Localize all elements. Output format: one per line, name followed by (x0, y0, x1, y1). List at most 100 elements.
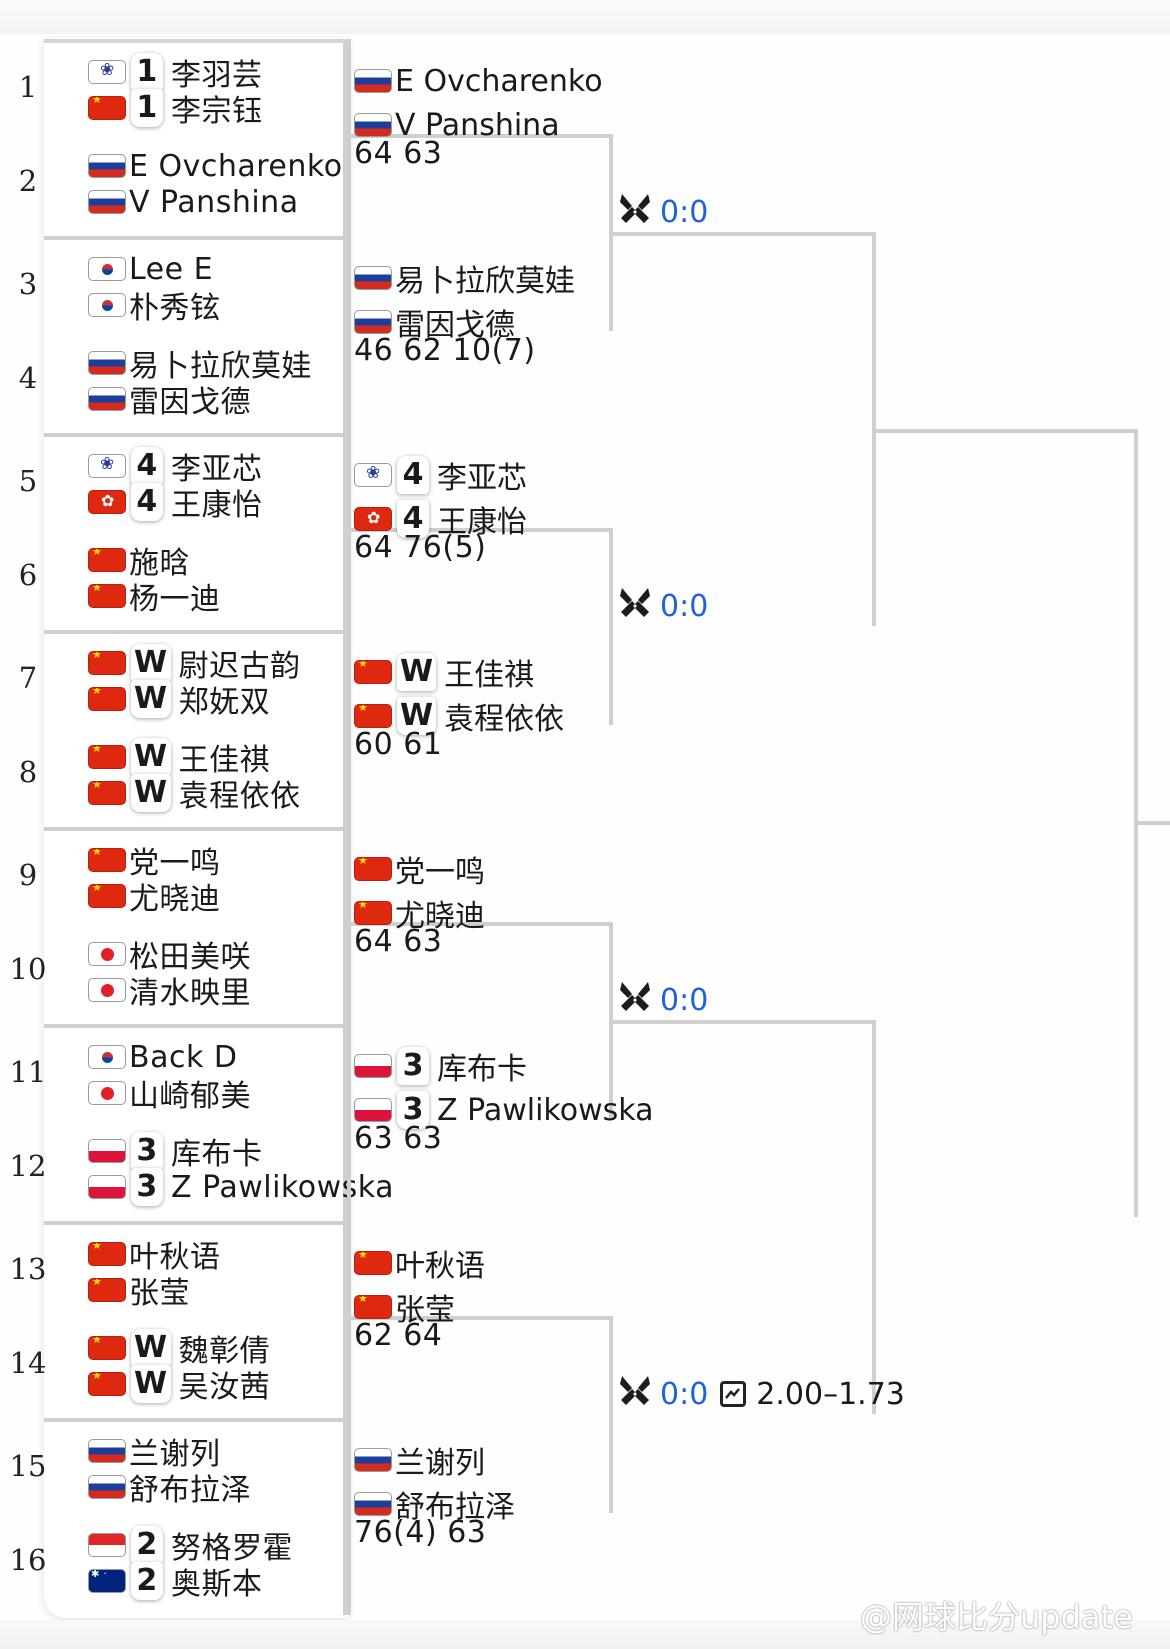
cn-flag-icon (88, 781, 126, 805)
match-score: 64 63 (354, 924, 443, 959)
bracket-line (347, 827, 351, 1024)
advanced-player[interactable]: 兰谢列 (354, 1440, 485, 1481)
chart-icon[interactable] (720, 1381, 747, 1407)
pl-flag-icon (354, 1054, 392, 1078)
advanced-player[interactable]: 舒布拉泽 (354, 1484, 515, 1525)
player-entry[interactable]: 舒布拉泽 (88, 1468, 251, 1508)
player-entry[interactable]: 施晗 (88, 541, 190, 581)
ru-flag-icon (354, 113, 392, 137)
advanced-player[interactable]: 党一鸣 (354, 849, 485, 890)
advanced-player[interactable]: 张莹 (354, 1287, 455, 1328)
player-entry[interactable]: 朴秀铉 (88, 286, 221, 326)
advanced-player[interactable]: 叶秋语 (354, 1243, 485, 1284)
player-name: 党一鸣 (129, 846, 221, 881)
player-entry[interactable]: 尤晓迪 (88, 877, 221, 917)
player-name: Z Pawlikowska (171, 1169, 394, 1205)
player-name: 魏彰倩 (178, 1334, 271, 1369)
player-entry[interactable]: 党一鸣 (88, 841, 221, 881)
advanced-player[interactable]: 易卜拉欣莫娃 (354, 258, 575, 299)
crossed-swords-icon (618, 192, 652, 232)
first-round-match-box (44, 1418, 347, 1615)
player-entry[interactable]: E Ovcharenko (88, 147, 343, 185)
ru-flag-icon (88, 1475, 126, 1499)
h2h-count: 0:0 (660, 588, 709, 624)
player-name: 王康怡 (171, 488, 263, 523)
first-round-match-box (44, 1024, 347, 1221)
player-name: 舒布拉泽 (395, 1490, 515, 1525)
player-entry[interactable]: V Panshina (88, 183, 299, 221)
first-round-match-box (44, 236, 347, 433)
cn-flag-icon (354, 857, 392, 881)
ru-flag-icon (354, 266, 392, 290)
pl-flag-icon (88, 1175, 126, 1199)
seed-badge: 2 (131, 1526, 163, 1564)
hk-flag-icon (88, 490, 126, 514)
player-name: 李宗钰 (171, 94, 263, 129)
player-entry[interactable]: 山崎郁美 (88, 1074, 251, 1114)
ru-flag-icon (88, 154, 126, 178)
player-name: 张莹 (395, 1293, 455, 1328)
cn-flag-icon (88, 584, 126, 608)
seed-badge: 1 (131, 89, 163, 127)
player-entry[interactable]: Lee E (88, 250, 213, 288)
player-name: 易卜拉欣莫娃 (395, 264, 575, 299)
seed-badge: W (131, 1329, 171, 1367)
cn-flag-icon (88, 745, 126, 769)
player-entry[interactable]: 清水映里 (88, 971, 251, 1011)
first-round-match-box (44, 630, 347, 827)
player-name: 叶秋语 (129, 1240, 221, 1275)
advanced-player[interactable]: 尤晓迪 (354, 893, 485, 934)
cn-flag-icon (88, 96, 126, 120)
player-entry[interactable]: 杨一迪 (88, 577, 221, 617)
match-score: 64 63 (354, 136, 443, 171)
seed-badge: W (131, 680, 171, 718)
player-name: 舒布拉泽 (129, 1473, 251, 1508)
advanced-player[interactable]: 雷因戈德 (354, 302, 515, 343)
player-entry[interactable]: 叶秋语 (88, 1235, 221, 1275)
seed-badge: 4 (397, 456, 429, 494)
player-entry[interactable]: 兰谢列 (88, 1432, 221, 1472)
pl-flag-icon (88, 1139, 126, 1163)
advanced-player[interactable]: E Ovcharenko (354, 61, 603, 101)
ru-flag-icon (354, 310, 392, 334)
player-name: E Ovcharenko (395, 63, 603, 99)
match-score: 62 64 (354, 1318, 443, 1353)
cn-flag-icon (88, 1278, 126, 1302)
bracket-line (347, 39, 351, 236)
player-name: 李亚芯 (437, 461, 527, 496)
player-entry[interactable]: 雷因戈德 (88, 380, 251, 420)
player-entry[interactable]: 松田美咲 (88, 935, 251, 975)
head-to-head[interactable]: 0:0 (618, 980, 708, 1020)
advanced-player[interactable]: V Panshina (354, 105, 560, 145)
ru-flag-icon (88, 387, 126, 411)
bracket-line (347, 1024, 351, 1221)
cn-flag-icon (354, 1251, 392, 1275)
player-entry[interactable]: 张莹 (88, 1271, 190, 1311)
match-score: 46 62 10(7) (354, 333, 536, 368)
player-entry[interactable]: 易卜拉欣莫娃 (88, 344, 312, 384)
player-entry[interactable]: Back D (88, 1038, 237, 1076)
head-to-head[interactable]: 0:0 (618, 192, 708, 232)
head-to-head[interactable]: 0:0 (618, 586, 708, 626)
